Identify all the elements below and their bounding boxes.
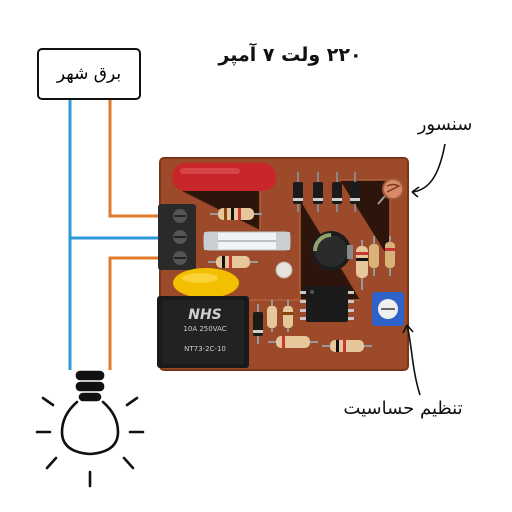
ic-chip [300, 286, 354, 322]
wires [68, 100, 162, 370]
diode-relay [253, 304, 263, 344]
yellow-capacitor [173, 268, 239, 298]
relay [157, 296, 249, 368]
wire-lamp-orange [108, 256, 162, 370]
resistor-middle [208, 256, 258, 268]
relay-rating: 10A 250VAC [183, 325, 227, 333]
wire-mains-orange [108, 100, 162, 218]
small-components-right [356, 236, 395, 290]
terminal-block [158, 204, 196, 270]
resistors-bottom [267, 300, 372, 352]
glass-fuse [203, 231, 291, 251]
light-bulb-icon [35, 370, 145, 488]
electrolytic-capacitor [311, 231, 353, 271]
sensor-label: سنسور [417, 114, 473, 135]
relay-brand: NHS [188, 307, 222, 323]
sensitivity-arrow [406, 324, 421, 396]
red-capacitor [172, 163, 276, 191]
page-title: ۲۲۰ ولت ۷ آمپر [218, 44, 362, 66]
mains-label: برق شهر [56, 64, 122, 84]
mains-power-box: برق شهر [37, 48, 141, 100]
sensor-arrow [411, 143, 446, 193]
trimmer-potentiometer [372, 292, 404, 326]
resistor-top [210, 208, 262, 220]
relay-model: NT73-2C-10 [184, 345, 226, 353]
ceramic-capacitor [275, 261, 293, 279]
relay-label: NHS 10A 250VAC NT73-2C-10 [166, 306, 244, 362]
sensitivity-label: تنظیم حساسیت [343, 398, 463, 419]
diodes [293, 172, 360, 212]
ldr-sensor [377, 178, 404, 205]
